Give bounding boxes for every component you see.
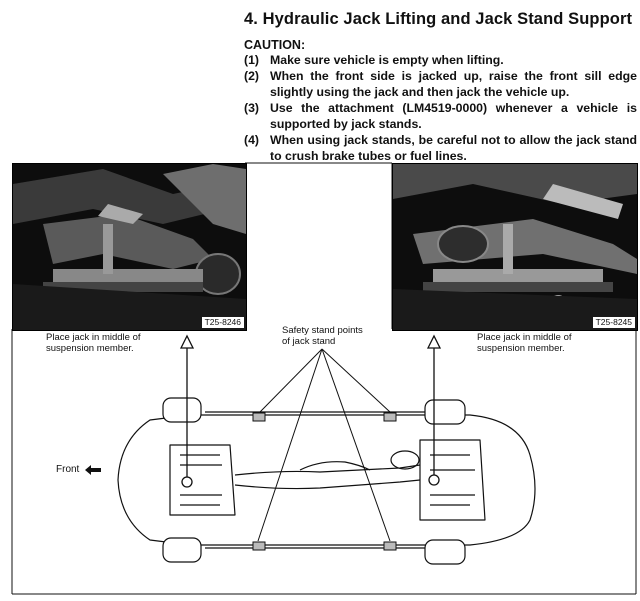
label-line: Place jack in middle of — [477, 332, 572, 343]
caution-heading: CAUTION: — [244, 38, 306, 52]
caution-item: (3) Use the attachment (LM4519-0000) whe… — [244, 100, 637, 132]
photo-left-jack: T25-8246 — [12, 163, 247, 331]
photo-code-left: T25-8246 — [201, 317, 244, 328]
caution-item-number: (4) — [244, 133, 260, 147]
caution-item-text: When the front side is jacked up, raise … — [270, 69, 637, 99]
jack-photo-illustration — [393, 164, 637, 330]
jack-photo-illustration — [13, 164, 246, 330]
photo-right-jack: T25-8245 — [392, 163, 638, 331]
jack-label-right: Place jack in middle of suspension membe… — [477, 332, 572, 354]
label-line: of jack stand — [282, 336, 336, 347]
caution-list: (1) Make sure vehicle is empty when lift… — [244, 52, 637, 164]
section-title: 4. Hydraulic Jack Lifting and Jack Stand… — [244, 10, 633, 28]
photo-code-right: T25-8245 — [592, 317, 635, 328]
front-indicator: Front — [56, 464, 102, 475]
caution-item-text: When using jack stands, be careful not t… — [270, 133, 637, 163]
caution-item-text: Make sure vehicle is empty when lifting. — [270, 53, 504, 67]
caution-item-number: (3) — [244, 101, 260, 115]
caution-item: (2) When the front side is jacked up, ra… — [244, 68, 637, 100]
label-line: suspension member. — [477, 343, 565, 354]
jack-stand-label: Safety stand points of jack stand — [282, 325, 363, 347]
caution-item-number: (2) — [244, 69, 260, 83]
label-line: Safety stand points — [282, 325, 363, 336]
caution-item-text: Use the attachment (LM4519-0000) wheneve… — [270, 101, 637, 131]
label-line: suspension member. — [46, 343, 134, 354]
caution-item: (4) When using jack stands, be careful n… — [244, 132, 637, 164]
label-line: Place jack in middle of — [46, 332, 141, 343]
front-label: Front — [56, 464, 80, 475]
caution-item-number: (1) — [244, 53, 260, 67]
jack-label-left: Place jack in middle of suspension membe… — [46, 332, 141, 354]
arrow-left-icon — [85, 464, 102, 475]
caution-item: (1) Make sure vehicle is empty when lift… — [244, 52, 637, 68]
